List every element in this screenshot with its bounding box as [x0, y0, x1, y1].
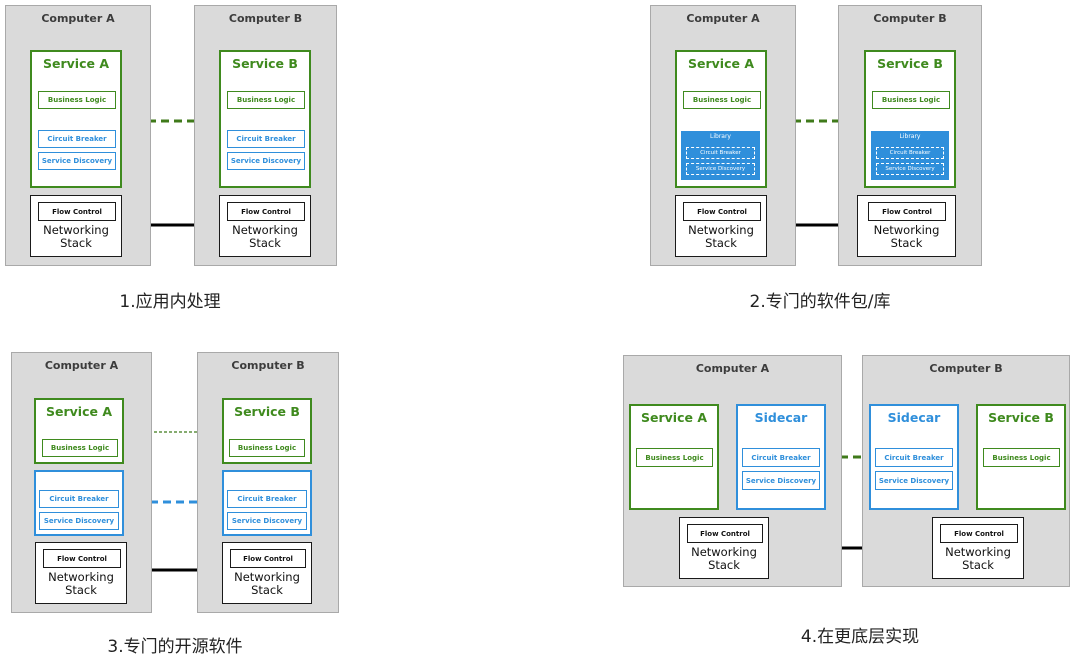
- networking-stack-box: Flow Control Networking Stack: [35, 542, 127, 604]
- computer-title: Computer B: [231, 359, 305, 372]
- flow-control-box: Flow Control: [683, 202, 761, 221]
- flow-control-box: Flow Control: [687, 524, 763, 543]
- service-discovery-box: Service Discovery: [875, 471, 953, 490]
- service-discovery-box: Service Discovery: [686, 163, 755, 175]
- library-label: Library: [899, 133, 921, 140]
- circuit-breaker-box: Circuit Breaker: [686, 147, 755, 159]
- computer-title: Computer B: [228, 12, 303, 25]
- business-logic-box: Business Logic: [229, 439, 305, 457]
- computer-title: Computer A: [44, 359, 119, 372]
- computer-title: Computer B: [929, 362, 1003, 375]
- computer-title: Computer B: [873, 12, 947, 25]
- service-title: Service A: [43, 56, 109, 71]
- service-title: Service B: [234, 404, 300, 419]
- flow-control-box: Flow Control: [230, 549, 306, 568]
- networking-stack-box: Flow Control Networking Stack: [679, 517, 769, 579]
- networking-stack-box: Flow Control Networking Stack: [222, 542, 312, 604]
- service-discovery-box: Service Discovery: [742, 471, 820, 490]
- circuit-breaker-box: Circuit Breaker: [742, 448, 820, 467]
- service-discovery-box: Service Discovery: [38, 152, 116, 170]
- flow-control-box: Flow Control: [38, 202, 116, 221]
- service-title: Service A: [641, 410, 707, 425]
- business-logic-box: Business Logic: [983, 448, 1060, 467]
- service-discovery-box: Service Discovery: [227, 512, 307, 530]
- business-logic-box: Business Logic: [227, 91, 305, 109]
- service-discovery-box: Service Discovery: [227, 152, 305, 170]
- networking-stack-label: Networking Stack: [234, 570, 300, 597]
- networking-stack-label: Networking Stack: [691, 545, 757, 572]
- circuit-breaker-box: Circuit Breaker: [227, 490, 307, 508]
- business-logic-box: Business Logic: [683, 91, 761, 109]
- business-logic-box: Business Logic: [636, 448, 713, 467]
- library-label: Library: [710, 133, 731, 140]
- networking-stack-label: Networking Stack: [232, 223, 298, 250]
- diagram-caption: 2.专门的软件包/库: [749, 292, 891, 312]
- library-box: Library Circuit Breaker Service Discover…: [681, 131, 760, 180]
- networking-stack-box: Flow Control Networking Stack: [932, 517, 1024, 579]
- sidecar-title: Sidecar: [887, 410, 941, 425]
- circuit-breaker-box: Circuit Breaker: [876, 147, 944, 159]
- circuit-breaker-box: Circuit Breaker: [38, 130, 116, 148]
- flow-control-box: Flow Control: [868, 202, 946, 221]
- diagram-caption: 1.应用内处理: [119, 292, 221, 312]
- circuit-breaker-box: Circuit Breaker: [39, 490, 119, 508]
- library-box: Library Circuit Breaker Service Discover…: [871, 131, 949, 180]
- diagram-caption: 4.在更底层实现: [800, 627, 920, 647]
- computer-title: Computer A: [686, 12, 760, 25]
- flow-control-box: Flow Control: [227, 202, 305, 221]
- networking-stack-label: Networking Stack: [945, 545, 1011, 572]
- service-discovery-box: Service Discovery: [876, 163, 944, 175]
- circuit-breaker-box: Circuit Breaker: [875, 448, 953, 467]
- networking-stack-label: Networking Stack: [688, 223, 754, 250]
- networking-stack-label: Networking Stack: [873, 223, 940, 250]
- networking-stack-label: Networking Stack: [43, 223, 109, 250]
- networking-stack-box: Flow Control Networking Stack: [857, 195, 956, 257]
- service-title: Service A: [688, 56, 754, 71]
- circuit-breaker-box: Circuit Breaker: [227, 130, 305, 148]
- sidecar-title: Sidecar: [754, 410, 808, 425]
- networking-stack-box: Flow Control Networking Stack: [675, 195, 767, 257]
- service-title: Service B: [877, 56, 943, 71]
- flow-control-box: Flow Control: [940, 524, 1018, 543]
- service-title: Service A: [46, 404, 112, 419]
- business-logic-box: Business Logic: [42, 439, 118, 457]
- networking-stack-box: Flow Control Networking Stack: [30, 195, 122, 257]
- business-logic-box: Business Logic: [872, 91, 950, 109]
- service-discovery-box: Service Discovery: [39, 512, 119, 530]
- service-title: Service B: [988, 410, 1054, 425]
- networking-stack-box: Flow Control Networking Stack: [219, 195, 311, 257]
- computer-title: Computer A: [41, 12, 115, 25]
- flow-control-box: Flow Control: [43, 549, 121, 568]
- computer-title: Computer A: [695, 362, 770, 375]
- networking-stack-label: Networking Stack: [48, 570, 114, 597]
- service-title: Service B: [232, 56, 298, 71]
- business-logic-box: Business Logic: [38, 91, 116, 109]
- diagram-caption: 3.专门的开源软件: [107, 637, 243, 657]
